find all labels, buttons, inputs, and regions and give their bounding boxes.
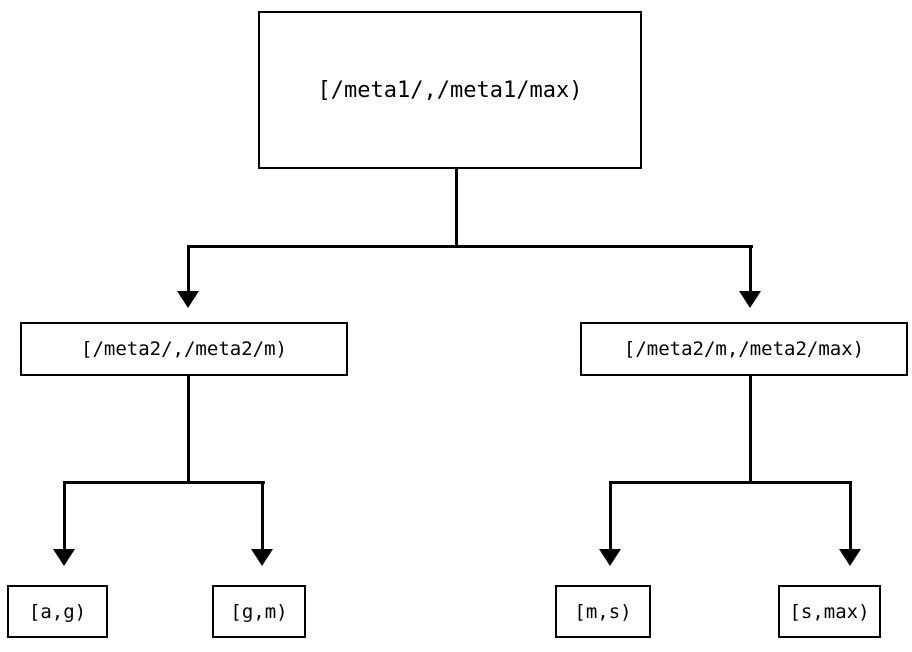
tree-node-leaf-ms-label: [m,s) [574,600,632,623]
tree-node-leaf-smax: [s,max) [778,585,881,638]
edge-mid-left-to-leaf-gm [261,481,264,551]
tree-node-leaf-ms: [m,s) [555,585,651,638]
edge-mid-left-bus [63,481,265,484]
edge-root-to-mid-left [187,245,190,293]
edge-mid-right-to-leaf-ms [609,481,612,551]
edge-mid-right-bus [609,481,852,484]
edge-root-bus [188,245,753,248]
edge-mid-left-stem [187,376,190,482]
tree-node-leaf-ag-label: [a,g) [28,600,87,623]
tree-node-mid-right-label: [/meta2/m,/meta2/max) [623,338,865,360]
tree-node-leaf-gm-label: [g,m) [230,600,288,623]
arrowhead-down-icon-leaf-smax [839,549,861,566]
tree-node-root: [/meta1/,/meta1/max) [258,11,642,169]
tree-node-mid-right: [/meta2/m,/meta2/max) [580,322,908,376]
arrowhead-down-icon-mid-right [739,291,761,308]
tree-node-root-label: [/meta1/,/meta1/max) [317,77,583,103]
edge-root-to-mid-right [749,245,752,293]
edge-mid-right-to-leaf-smax [849,481,852,551]
arrowhead-down-icon-leaf-ag [53,549,75,566]
tree-node-leaf-gm: [g,m) [212,585,306,638]
arrowhead-down-icon-leaf-gm [251,549,273,566]
tree-node-leaf-ag: [a,g) [7,585,108,638]
arrowhead-down-icon-mid-left [177,291,199,308]
tree-node-mid-left-label: [/meta2/,/meta2/m) [81,338,287,360]
edge-mid-left-to-leaf-ag [63,481,66,551]
edge-mid-right-stem [749,376,752,482]
tree-node-mid-left: [/meta2/,/meta2/m) [20,322,348,376]
arrowhead-down-icon-leaf-ms [599,549,621,566]
edge-root-stem [455,168,458,248]
tree-node-leaf-smax-label: [s,max) [789,600,870,623]
